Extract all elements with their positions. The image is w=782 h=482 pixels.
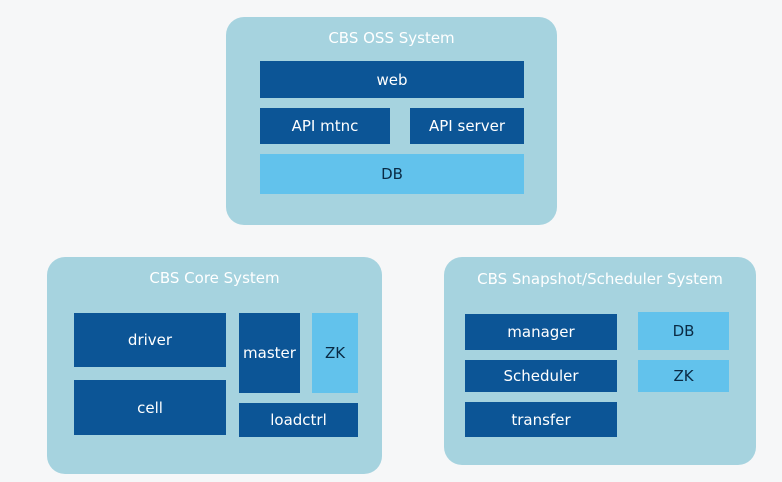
scheduler-box: Scheduler [465,360,617,392]
core-system-panel: CBS Core System driver cell master ZK lo… [47,257,382,474]
api-mtnc-box: API mtnc [260,108,390,144]
manager-box: manager [465,314,617,350]
oss-system-title: CBS OSS System [328,29,455,47]
web-box: web [260,61,524,98]
core-system-title: CBS Core System [149,269,280,287]
master-box: master [239,313,300,393]
api-server-box: API server [410,108,524,144]
cell-box: cell [74,380,226,435]
snapshot-system-panel: CBS Snapshot/Scheduler System manager Sc… [444,257,756,465]
snapshot-db-box: DB [638,312,729,350]
oss-system-panel: CBS OSS System web API mtnc API server D… [226,17,557,225]
core-zk-box: ZK [312,313,358,393]
driver-box: driver [74,313,226,367]
snapshot-zk-box: ZK [638,360,729,392]
snapshot-system-title: CBS Snapshot/Scheduler System [477,270,723,288]
oss-db-box: DB [260,154,524,194]
loadctrl-box: loadctrl [239,403,358,437]
transfer-box: transfer [465,402,617,437]
